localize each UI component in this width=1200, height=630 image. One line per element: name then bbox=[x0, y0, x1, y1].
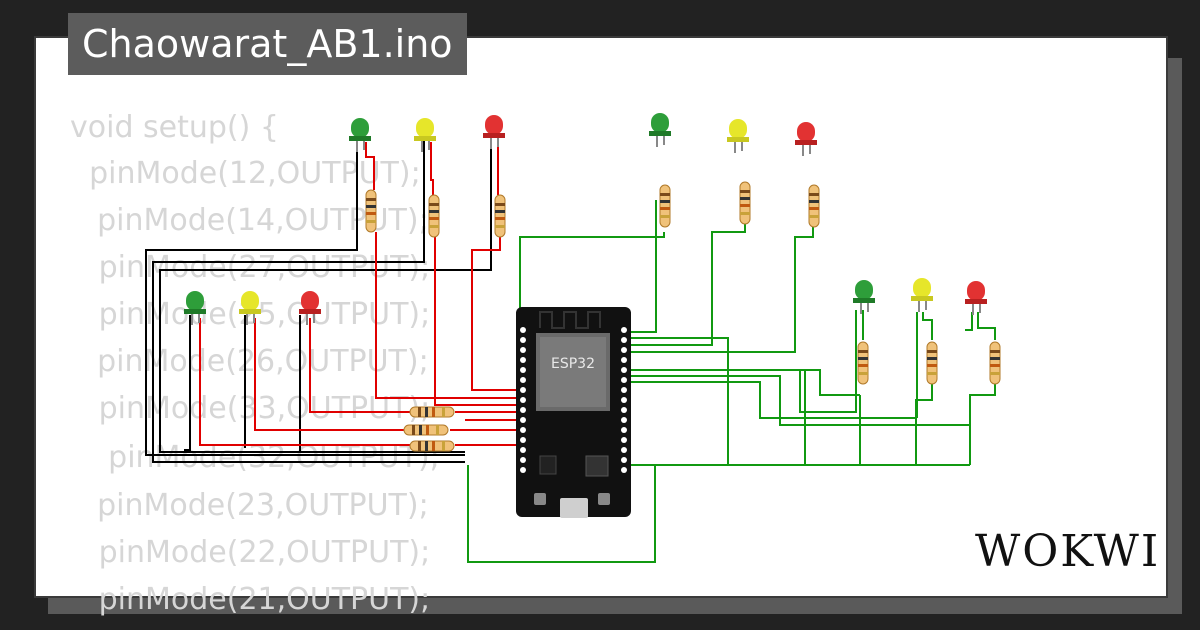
led-green-icon bbox=[853, 280, 875, 314]
led-yellow-icon bbox=[414, 118, 436, 152]
code-line: pinMode(22,OUTPUT); bbox=[70, 535, 431, 570]
leds bbox=[184, 113, 987, 325]
led-green-icon bbox=[649, 113, 671, 147]
led-yellow-icon bbox=[911, 278, 933, 312]
resistor-icon bbox=[739, 181, 751, 225]
code-line: void setup() { bbox=[70, 110, 279, 145]
led-red-icon bbox=[795, 122, 817, 156]
led-green-icon bbox=[349, 118, 371, 152]
resistor-icon bbox=[403, 424, 449, 436]
resistor-icon bbox=[494, 194, 506, 238]
black-wires bbox=[145, 140, 492, 463]
board-label: ESP32 bbox=[551, 356, 595, 372]
led-green-icon bbox=[184, 291, 206, 325]
led-red-icon bbox=[483, 115, 505, 149]
code-line: pinMode(23,OUTPUT); bbox=[78, 488, 429, 523]
resistor-icon bbox=[659, 184, 671, 228]
resistor-icon bbox=[808, 184, 820, 228]
resistors bbox=[365, 181, 1001, 452]
led-red-icon bbox=[299, 291, 321, 325]
code-line: pinMode(12,OUTPUT); bbox=[70, 156, 421, 191]
resistor-icon bbox=[409, 406, 455, 418]
wokwi-logo: WOKWI bbox=[975, 526, 1160, 577]
resistor-icon bbox=[409, 440, 455, 452]
green-wires bbox=[467, 200, 996, 563]
led-yellow-icon bbox=[727, 119, 749, 153]
resistor-icon bbox=[989, 341, 1001, 385]
code-line: pinMode(21,OUTPUT); bbox=[70, 582, 431, 617]
resistor-icon bbox=[926, 341, 938, 385]
file-title: Chaowarat_AB1.ino bbox=[68, 13, 467, 75]
esp32-board: ESP32 bbox=[516, 307, 631, 518]
resistor-icon bbox=[365, 189, 377, 233]
resistor-icon bbox=[428, 194, 440, 238]
led-red-icon bbox=[965, 281, 987, 315]
led-yellow-icon bbox=[239, 291, 261, 325]
resistor-icon bbox=[857, 341, 869, 385]
red-wires bbox=[199, 142, 517, 446]
